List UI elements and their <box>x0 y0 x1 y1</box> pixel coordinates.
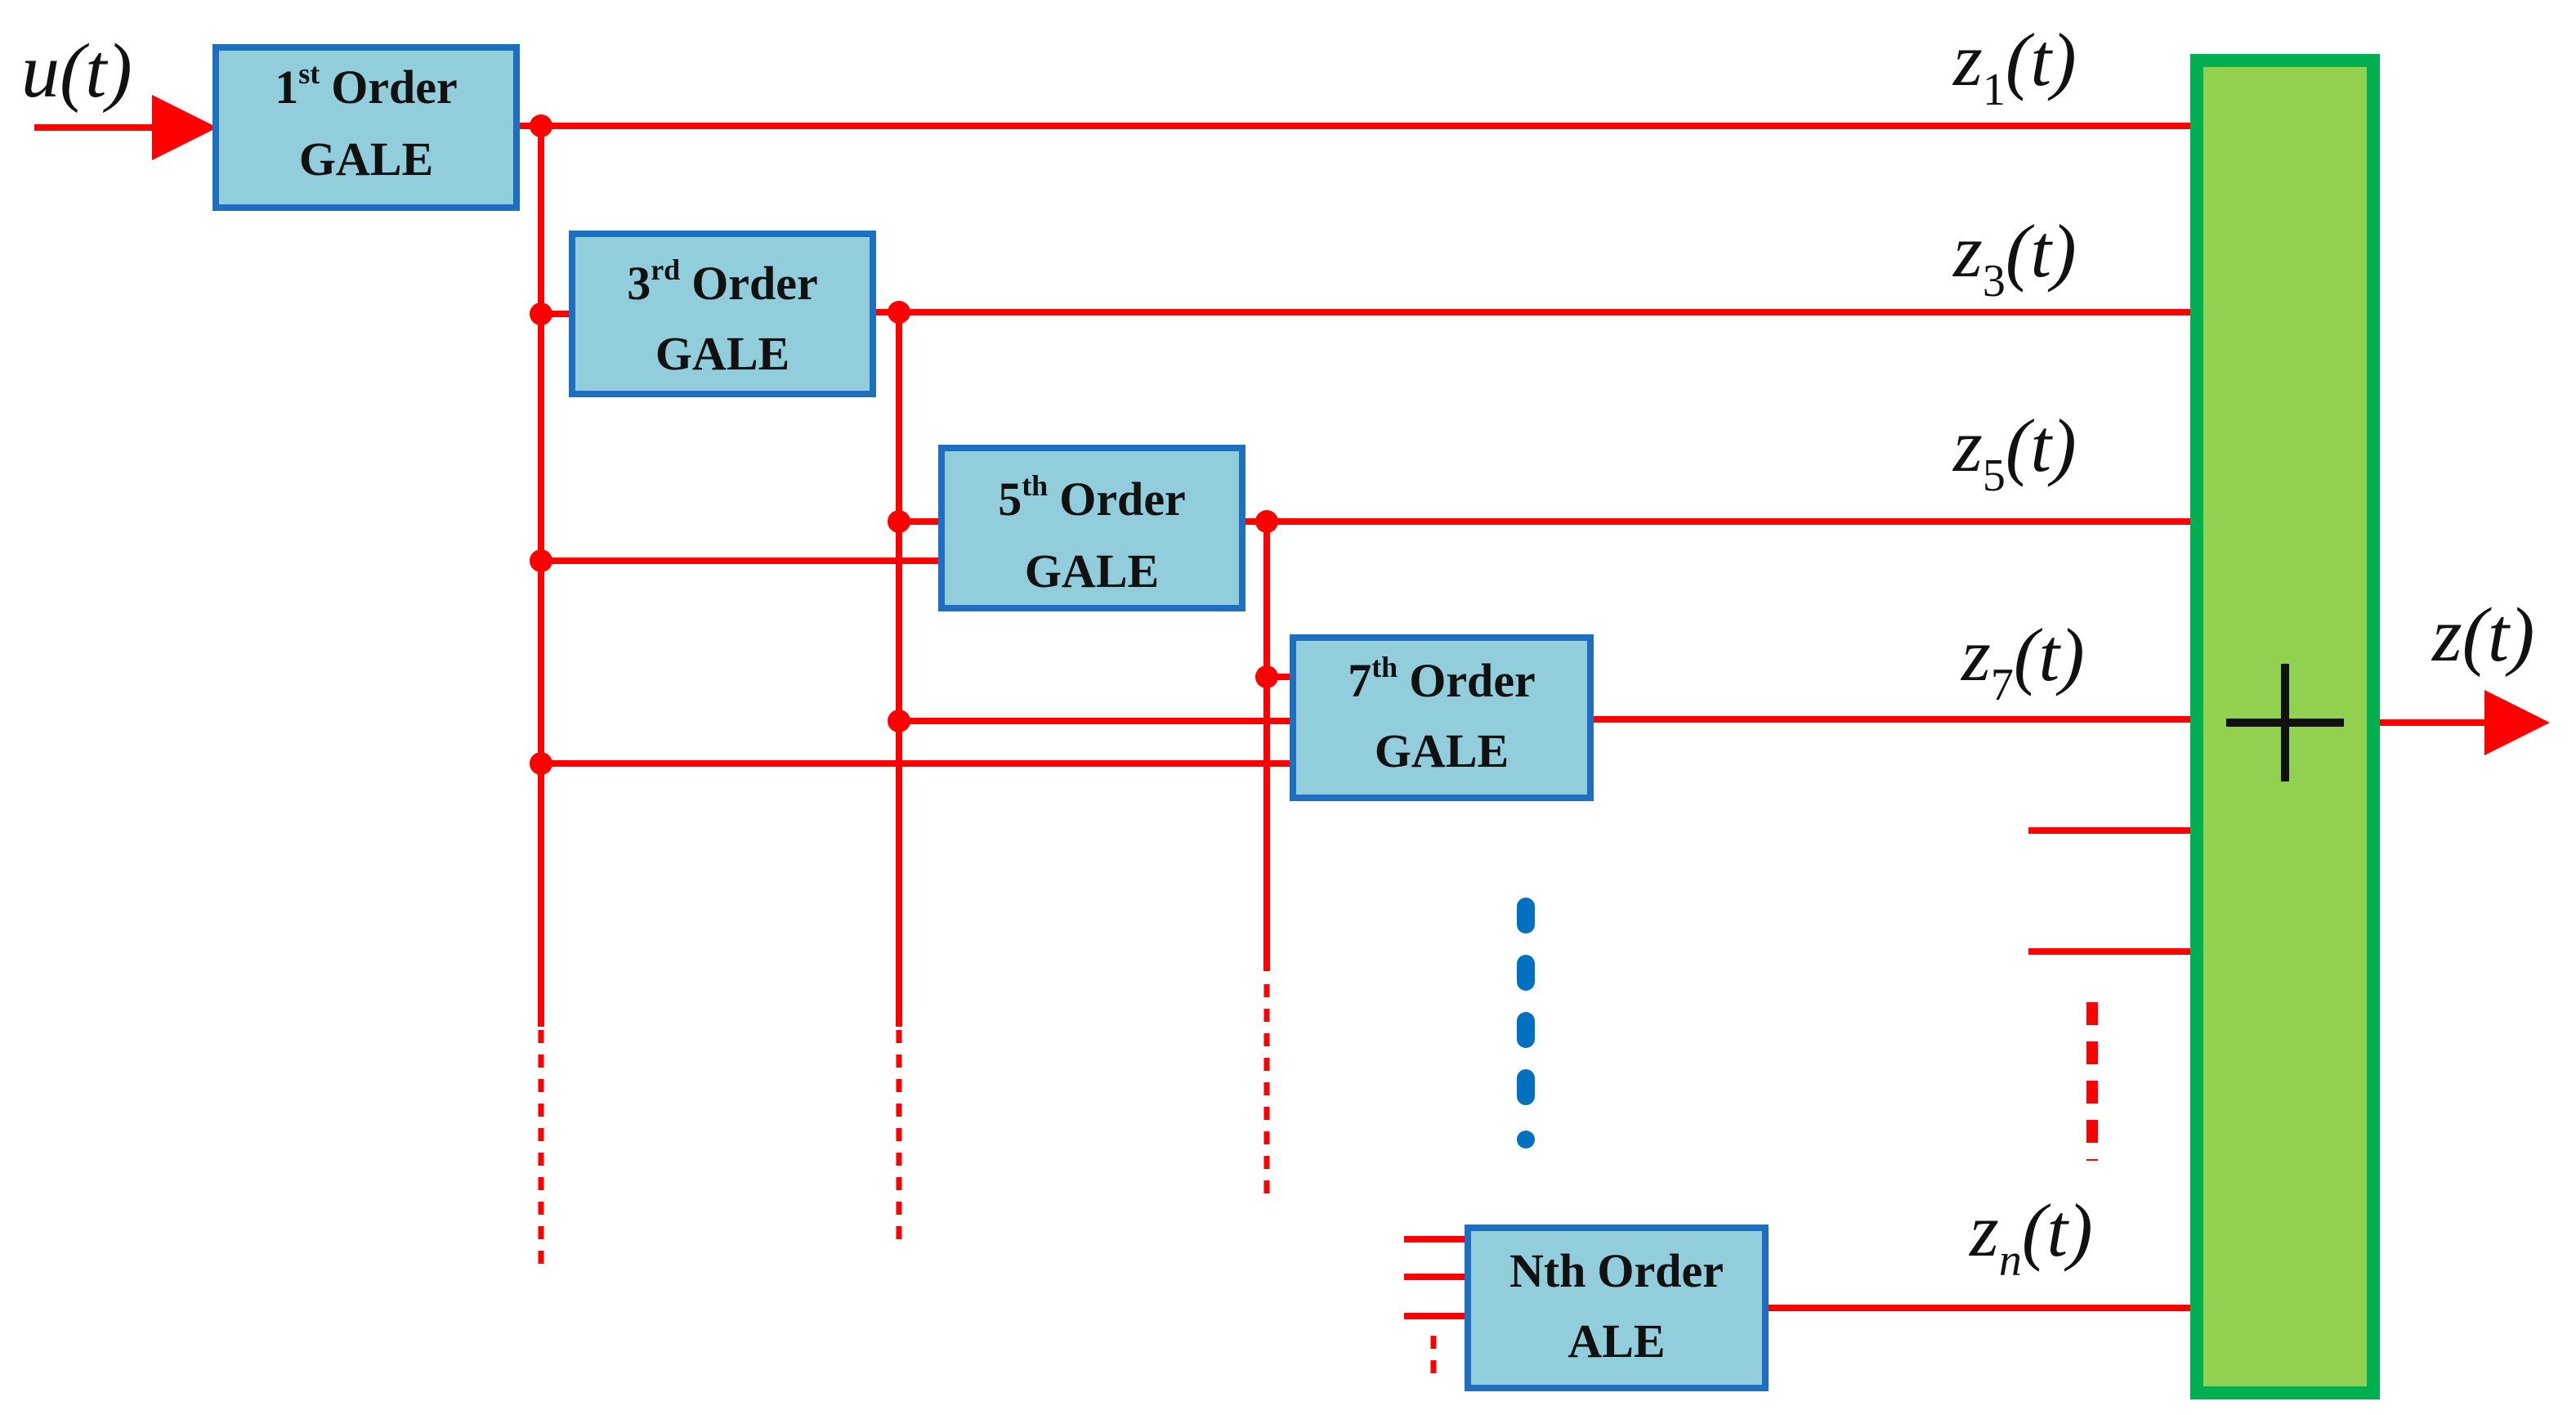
block-order-word: Order <box>1597 1244 1724 1297</box>
block-box <box>1290 634 1594 801</box>
signal-wires <box>34 95 2550 1381</box>
z1-label: z1(t) <box>1952 18 2077 115</box>
junction-node <box>888 301 910 324</box>
block-box <box>938 445 1246 611</box>
z7-label: z7(t) <box>1960 613 2085 710</box>
block-order-number: 3 <box>627 257 651 310</box>
block-type: ALE <box>1568 1314 1665 1368</box>
block-order-number: 1 <box>275 60 298 114</box>
block-order-word: Order <box>331 60 458 114</box>
block-order-word: Order <box>691 257 818 310</box>
block-order-superscript: rd <box>651 253 680 286</box>
block-3rd-order: 3rd Order GALE <box>569 231 876 397</box>
zn-label: zn(t) <box>1968 1189 2093 1286</box>
junction-node <box>888 510 910 533</box>
block-box <box>1465 1225 1769 1391</box>
junction-node <box>888 710 910 732</box>
block-order-number: Nth <box>1509 1244 1585 1297</box>
block-order-superscript: th <box>1371 651 1398 683</box>
block-order-word: Order <box>1059 472 1186 526</box>
block-type: GALE <box>299 132 433 186</box>
block-order-number: 7 <box>1348 654 1371 707</box>
input-label: u(t) <box>21 29 132 114</box>
junction-node <box>1255 510 1278 533</box>
block-order-number: 5 <box>998 472 1022 526</box>
junction-node <box>530 752 552 775</box>
summer-block: + <box>2190 54 2380 1399</box>
block-type: GALE <box>1375 724 1509 777</box>
block-order-superscript: th <box>1022 469 1048 502</box>
junction-node <box>530 302 552 325</box>
block-box <box>569 231 876 397</box>
vertical-ellipsis-icon <box>1517 898 1535 1149</box>
block-type: GALE <box>655 327 789 380</box>
block-1st-order: 1st Order GALE <box>212 44 520 211</box>
junction-node <box>530 114 552 137</box>
junction-node <box>1255 665 1278 688</box>
z3-label: z3(t) <box>1952 209 2077 307</box>
z5-label: z5(t) <box>1952 404 2077 501</box>
junction-nodes <box>530 114 1278 775</box>
output-label: z(t) <box>2431 593 2534 678</box>
plus-icon <box>2226 664 2344 781</box>
block-5th-order: 5th Order GALE <box>938 445 1246 611</box>
block-type: GALE <box>1025 544 1159 598</box>
block-7th-order: 7th Order GALE <box>1290 634 1594 801</box>
block-box <box>212 44 520 211</box>
junction-node <box>530 549 552 572</box>
block-order-word: Order <box>1409 654 1536 707</box>
block-order-superscript: st <box>298 57 320 90</box>
